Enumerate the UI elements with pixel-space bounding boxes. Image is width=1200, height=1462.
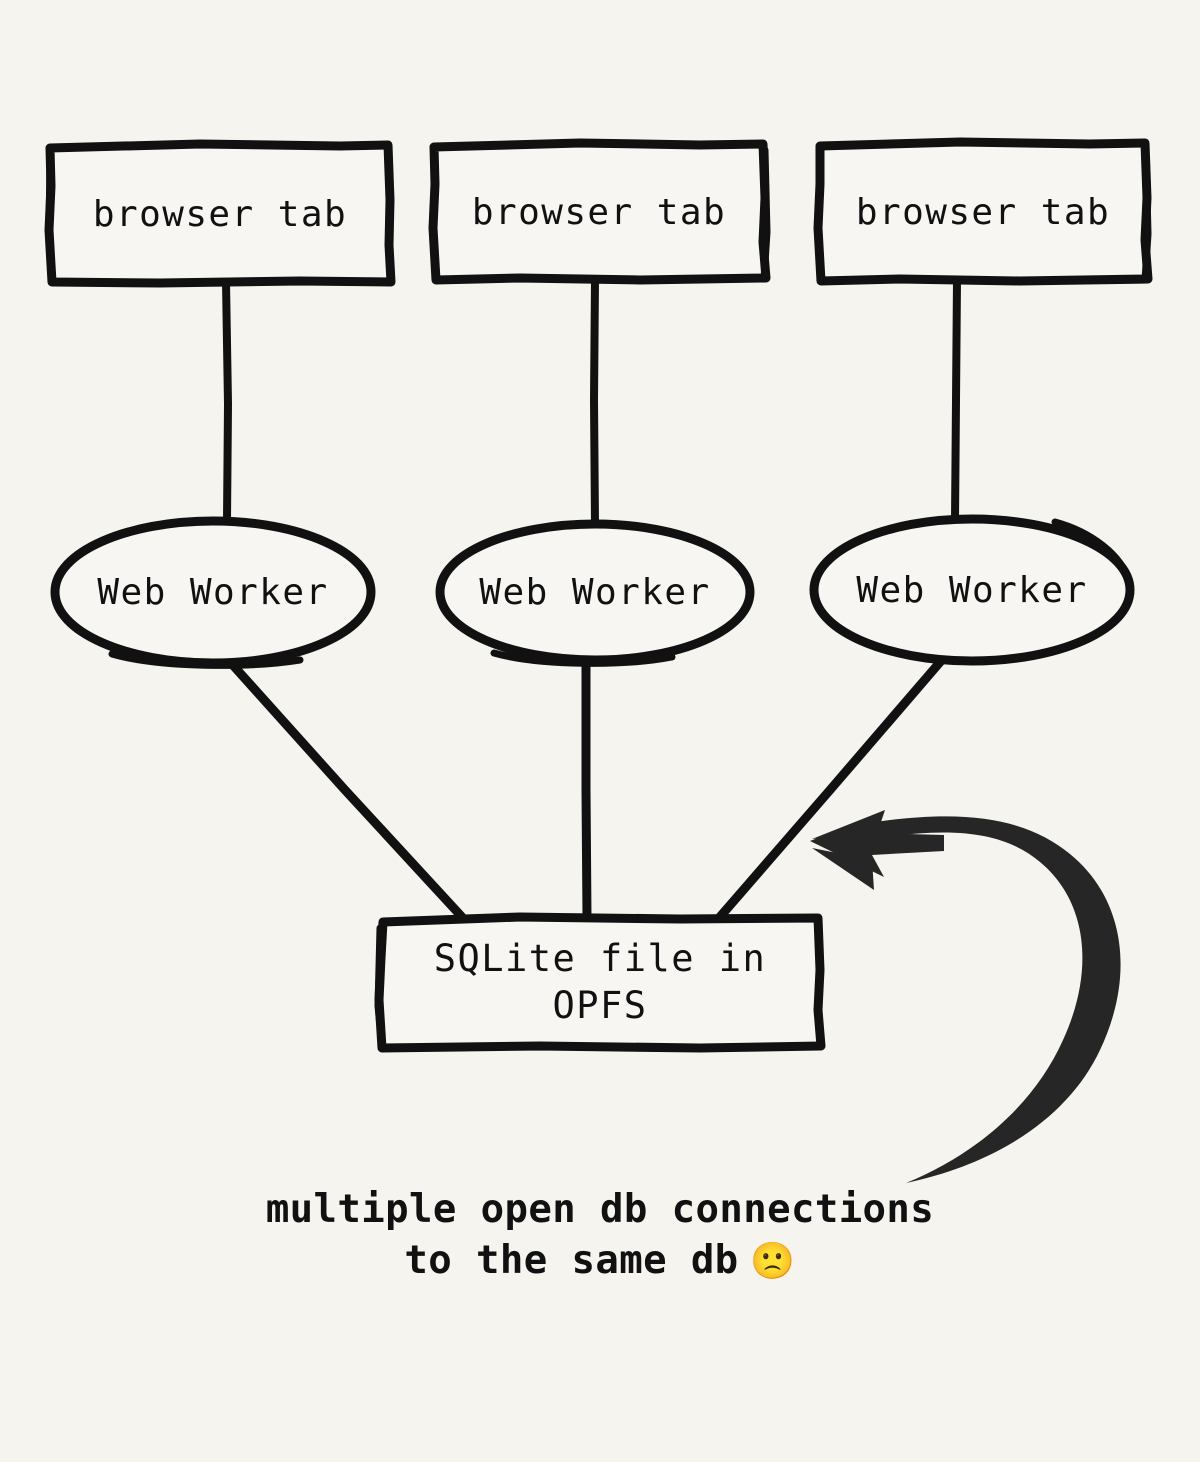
browser-tab-box-3[interactable] <box>813 137 1153 286</box>
connector-worker3-store <box>714 656 946 923</box>
annotation-curved-arrow <box>851 816 1121 1183</box>
web-worker-ellipse-3[interactable] <box>809 514 1135 666</box>
annotation-arrowhead-barb-upper <box>812 810 885 839</box>
browser-tab-box-1[interactable] <box>44 139 396 288</box>
sad-face-icon: 🙁 <box>738 1241 796 1283</box>
web-worker-ellipse-3-overstroke <box>1051 518 1132 584</box>
connector-worker2-store <box>581 657 592 923</box>
web-worker-ellipse-2[interactable] <box>435 519 755 665</box>
annotation-caption-line-2-text: to the same db <box>404 1238 739 1284</box>
connector-worker1-store <box>226 658 467 922</box>
sqlite-store-box-overstroke <box>374 924 386 1051</box>
browser-tab-box-3-overstroke <box>1141 148 1152 284</box>
connector-tab2-worker2 <box>589 276 599 528</box>
connector-tab1-worker1 <box>222 278 233 524</box>
browser-tab-box-1-overstroke <box>45 149 56 285</box>
annotation-arrowhead-barb-lower <box>812 848 874 890</box>
web-worker-ellipse-1[interactable] <box>50 516 376 668</box>
browser-tab-box-2[interactable] <box>428 138 771 285</box>
web-worker-ellipse-2-overstroke <box>490 649 676 667</box>
web-worker-ellipse-1-overstroke <box>108 650 304 669</box>
annotation-caption-line-2: to the same db 🙁 <box>0 1235 1200 1286</box>
annotation-caption-line-1: multiple open db connections <box>265 1187 935 1232</box>
sqlite-store-box[interactable] <box>374 912 826 1053</box>
browser-tab-box-2-overstroke <box>760 146 771 283</box>
annotation-caption: multiple open db connections to the same… <box>0 1184 1200 1287</box>
connector-tab3-worker3 <box>951 276 961 524</box>
